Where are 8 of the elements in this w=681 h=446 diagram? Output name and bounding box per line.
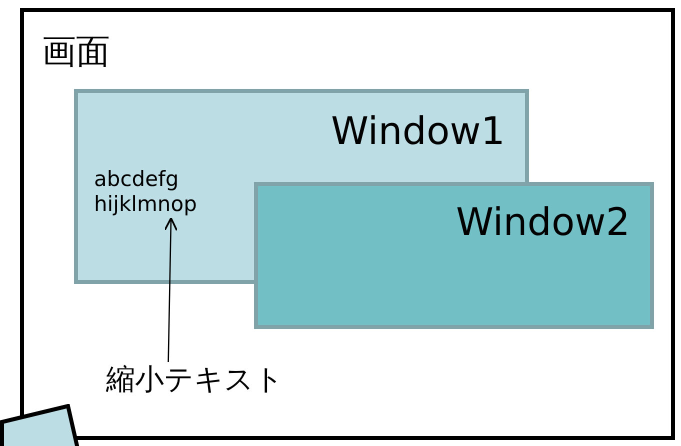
leader-arrow (164, 217, 178, 362)
screen-frame (20, 8, 675, 440)
callout-label: 縮小テキスト (106, 362, 284, 397)
window-title: Window2 (456, 200, 630, 246)
screen-title: 画面 (42, 32, 110, 73)
small-text: abcdefg hijklmnop (94, 167, 198, 218)
window-title: Window1 (330, 109, 505, 155)
front-window-dialog (254, 182, 654, 329)
